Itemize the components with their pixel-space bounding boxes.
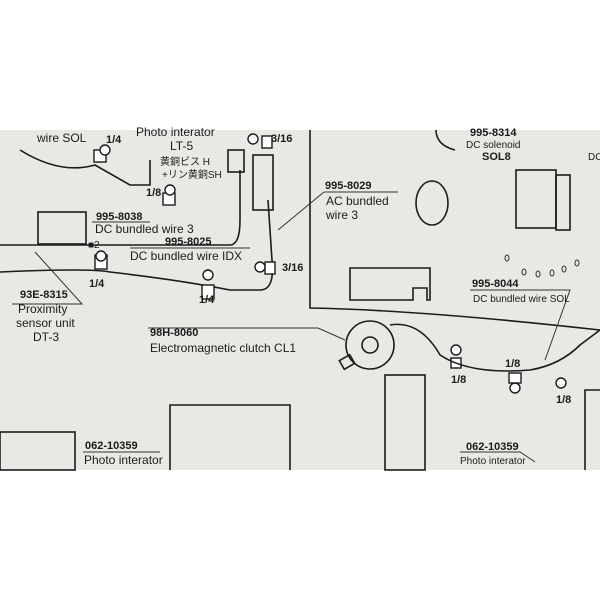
part-995-8025: 995-8025 (165, 236, 212, 248)
label-wire-3: wire 3 (325, 208, 358, 222)
wire-harness-1 (0, 170, 241, 246)
part-98h-8060: 98H-8060 (150, 327, 198, 339)
part-062-10359-right: 062-10359 (466, 441, 519, 453)
label-dc-bundled-wire-sol: DC bundled wire SOL (473, 294, 570, 305)
plate-right (384, 374, 426, 471)
part-995-8044: 995-8044 (472, 278, 519, 290)
wire-harness-3 (19, 149, 151, 186)
clutch-tab (338, 353, 356, 371)
connector-block (252, 154, 274, 211)
part-93e-8315: 93E-8315 (20, 289, 68, 301)
label-1-4-b: 1/4 (199, 294, 215, 306)
paper-background (0, 130, 600, 470)
label-proximity: Proximity (18, 302, 67, 316)
part-062-10359-left: 062-10359 (85, 440, 138, 452)
label-sol8: SOL8 (482, 151, 511, 163)
bracket-shape (349, 267, 431, 301)
part-995-8314: 995-8314 (470, 127, 517, 139)
label-dc-bundled-wire-idx: DC bundled wire IDX (130, 249, 242, 263)
plate-far-right (584, 389, 600, 470)
label-3-16-top: 3/16 (271, 133, 292, 145)
label-lt5: LT-5 (170, 139, 193, 153)
electromagnetic-clutch (345, 320, 395, 370)
label-wire-sol-top: wire SOL (36, 131, 87, 145)
label-1-8-left: 1/8 (146, 187, 161, 199)
label-1-8-a: 1/8 (451, 374, 466, 386)
part-995-8029: 995-8029 (325, 180, 372, 192)
label-dc-edge: DC (588, 152, 600, 163)
clamps (93, 133, 567, 394)
photo-interator-lt5 (227, 149, 245, 173)
label-1-8-b: 1/8 (505, 358, 520, 370)
label-photo-interator-right: Photo interator (460, 456, 526, 467)
label-electromagnetic-clutch: Electromagnetic clutch CL1 (150, 341, 296, 355)
wire-clutch (389, 323, 600, 372)
label-1-4-top: 1/4 (106, 134, 122, 146)
clutch-hub (361, 336, 379, 354)
hole-top (435, 129, 456, 151)
plate-left (169, 404, 291, 470)
hole (415, 180, 449, 226)
label-photo-interator-lt5: Photo interator (136, 125, 215, 139)
label-ac-bundled: AC bundled (326, 194, 389, 208)
leader-lines (12, 191, 571, 463)
proximity-sensor-body (37, 211, 87, 245)
label-1-8-c: 1/8 (556, 394, 571, 406)
label-mark-2: ■2 (88, 240, 100, 251)
wire-harness-2 (0, 199, 274, 291)
label-dc-bundled-wire-3: DC bundled wire 3 (95, 222, 194, 236)
label-sensor-unit: sensor unit (16, 316, 75, 330)
label-jp-2: +リン黄銅SH (162, 168, 222, 181)
label-jp-1: 黄銅ビス H (160, 155, 210, 168)
label-dc-solenoid: DC solenoid (466, 140, 520, 151)
frame-outline (309, 130, 600, 331)
photo-interator-um (0, 431, 76, 471)
label-dt-3: DT-3 (33, 330, 59, 344)
part-995-8038: 995-8038 (96, 211, 143, 223)
rivet-holes (504, 254, 580, 278)
label-photo-interator-left: Photo interator (84, 453, 163, 467)
label-3-16-mid: 3/16 (282, 262, 303, 274)
label-1-4-a: 1/4 (89, 278, 105, 290)
solenoid-bracket (555, 174, 571, 231)
